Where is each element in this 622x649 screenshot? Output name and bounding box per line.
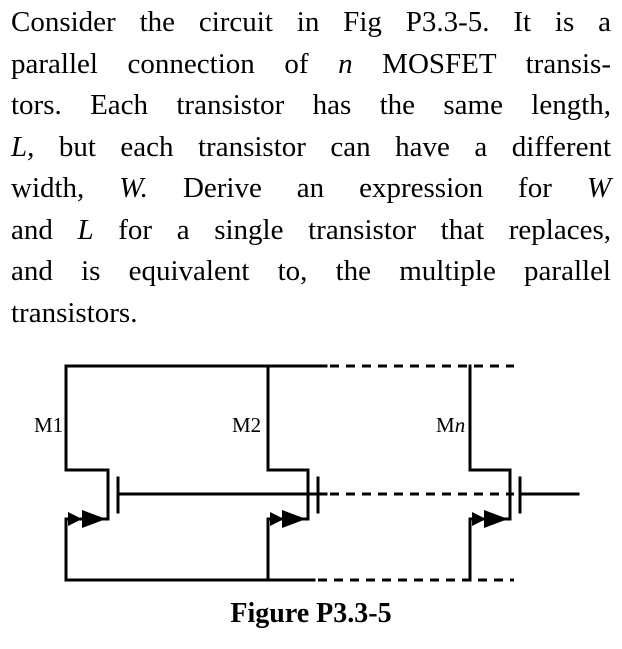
text-line: and is equivalent to, the multiple paral… — [11, 255, 611, 287]
problem-statement: Consider the circuit in Fig P3.3-5. It i… — [11, 2, 611, 334]
arrow-m1 — [68, 512, 82, 526]
transistor-m1 — [64, 364, 120, 582]
text-line: and L for a single transistor that repla… — [11, 213, 611, 246]
circuit-diagram: M1 M2 Mn — [34, 364, 580, 582]
transistor-mn — [468, 364, 522, 582]
text-line: tors. Each transistor has the same lengt… — [11, 89, 611, 121]
transistor-m2 — [266, 364, 320, 582]
text-line: Consider the circuit in Fig P3.3-5. It i… — [11, 6, 611, 38]
arrow-mn — [472, 512, 486, 526]
label-m2: M2 — [232, 413, 261, 437]
label-m1: M1 — [34, 413, 63, 437]
text-line: L, but each transistor can have a differ… — [11, 130, 611, 163]
label-mn: Mn — [436, 413, 465, 437]
text-line: parallel connection of n MOSFET transis- — [11, 47, 611, 80]
text-line: width, W. Derive an expression for W — [11, 172, 611, 204]
arrow-m2 — [270, 512, 284, 526]
text-line: transistors. — [11, 296, 138, 329]
figure-caption: Figure P3.3-5 — [230, 598, 392, 629]
